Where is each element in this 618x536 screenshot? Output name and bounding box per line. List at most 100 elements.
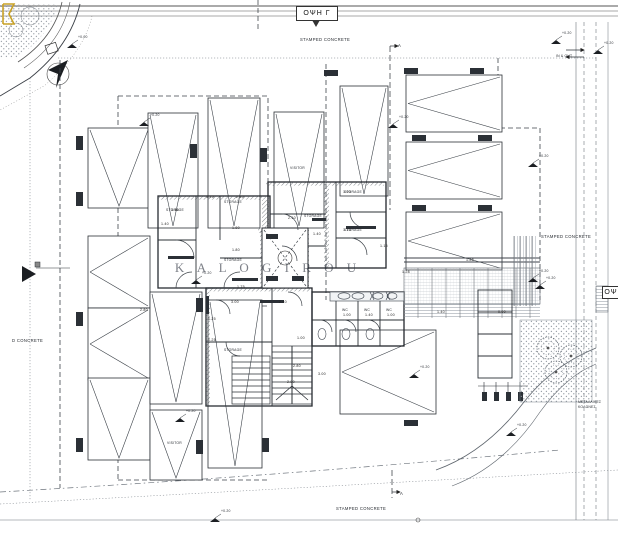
- wheel-stop-block: [76, 438, 83, 452]
- wheel-stop-block: [196, 298, 203, 312]
- level-marker-icon: [551, 35, 563, 44]
- wheel-stop-block: [478, 135, 492, 141]
- dimension-text: 1.80: [232, 248, 240, 252]
- dimension-text: 1.15: [380, 244, 388, 248]
- dimension-text: 3.00: [318, 372, 326, 376]
- level-marker-icon: [139, 117, 151, 126]
- level-marker-icon: [528, 273, 540, 282]
- elevation-callout: ΟΨΗ Γ: [296, 6, 338, 21]
- landscape-planting-layer: [519, 319, 593, 403]
- dimension-text: 1.00: [343, 190, 351, 194]
- dimension-text: 2.80: [287, 380, 295, 384]
- dimension-text: 1.25: [208, 317, 216, 321]
- parking-bay: [273, 111, 325, 229]
- parking-bay: [87, 307, 151, 381]
- dimension-text: 1.40: [171, 208, 179, 212]
- wheel-stop-block: [262, 438, 269, 452]
- wheel-stop-block: [404, 68, 418, 74]
- tree-icon: [559, 344, 583, 368]
- parking-bay: [149, 409, 203, 481]
- dimension-text: 0.90: [498, 310, 506, 314]
- level-marker-icon: [388, 119, 400, 128]
- north-arrow-icon: [44, 41, 70, 88]
- dimension-text: 1.40: [161, 222, 169, 226]
- parking-bay: [339, 329, 437, 415]
- plot-boundary: [0, 3, 93, 111]
- wheel-stop-block: [76, 312, 83, 326]
- level-marker-icon: [528, 158, 540, 167]
- dimension-text: 1.00: [343, 313, 351, 317]
- level-marker-icon: [67, 39, 79, 48]
- level-marker-icon: [175, 413, 187, 422]
- elevator-shaft: [261, 227, 309, 289]
- wheel-stop-block: [190, 144, 197, 158]
- dimension-text: 1.00: [297, 336, 305, 340]
- dimension-text: 3.00: [231, 300, 239, 304]
- dimension-text: 2.80: [293, 364, 301, 368]
- sanitary-fixtures: [329, 291, 405, 302]
- dimension-text: 1.00: [387, 313, 395, 317]
- staircase: [271, 345, 313, 405]
- dimension-text: 1.28: [466, 258, 474, 262]
- left-view-arrow: [22, 266, 36, 282]
- wheel-stop-block: [412, 135, 426, 141]
- parking-bay: [87, 235, 151, 309]
- parking-stop-blocks-layer: [76, 68, 492, 454]
- wheel-stop-block: [196, 440, 203, 454]
- building-core: [157, 181, 405, 407]
- dimension-text: 1.25: [208, 338, 216, 342]
- dimension-text: 1.80: [232, 226, 240, 230]
- parking-bays-layer: [87, 74, 503, 481]
- parking-bay: [147, 112, 199, 229]
- level-marker-icon: [191, 275, 203, 284]
- level-marker-icon: [593, 45, 605, 54]
- wheel-stop-block: [76, 136, 83, 150]
- parking-bay: [87, 377, 151, 461]
- dimension-text: 2.10: [288, 216, 296, 220]
- bottom-benchmark: [415, 517, 421, 523]
- dimension-text: 1.28: [402, 270, 410, 274]
- wheel-stop-block: [404, 420, 418, 426]
- parking-bay: [405, 141, 503, 200]
- right-utility-strip: [477, 289, 528, 401]
- level-marker-icon: [535, 280, 547, 289]
- dimension-text: 1.15: [343, 228, 351, 232]
- wheel-stop-block: [324, 70, 338, 76]
- dimension-text: 1.40: [437, 310, 445, 314]
- dimension-text: 1.40: [365, 313, 373, 317]
- wheel-stop-block: [76, 192, 83, 206]
- wheel-stop-block: [478, 205, 492, 211]
- site-paving-outline: [0, 22, 618, 521]
- left-level-marker: [34, 261, 70, 269]
- parking-bay: [405, 211, 503, 271]
- parking-bay: [207, 97, 261, 229]
- dimension-text: 1.25: [206, 195, 214, 199]
- dimension-text: 2.80: [140, 308, 148, 312]
- level-leader-lines: [67, 35, 605, 522]
- section-line-a: [257, 0, 401, 498]
- level-marker-icon: [409, 369, 421, 378]
- dimension-text: 1.75: [237, 285, 245, 289]
- parking-bay: [339, 85, 389, 197]
- parking-bay: [149, 291, 203, 405]
- column-grid-right: [512, 236, 538, 306]
- driveway: [435, 347, 597, 487]
- wheel-stop-block: [412, 205, 426, 211]
- dimension-text: 2.10: [236, 195, 244, 199]
- wheel-stop-block: [470, 68, 484, 74]
- staircase-lower: [231, 355, 271, 405]
- in-out-arrows: [565, 47, 585, 60]
- dimension-text: 1.40: [313, 232, 321, 236]
- level-marker-icon: [210, 513, 222, 522]
- wc-fixtures: [317, 328, 375, 340]
- callout-pointer-icon: [312, 20, 320, 27]
- level-marker-icon: [506, 427, 518, 436]
- parking-bay: [207, 299, 263, 469]
- elevation-callout: ΟΨ: [602, 286, 618, 299]
- tree-icon: [536, 336, 560, 360]
- parking-bay: [405, 74, 503, 133]
- dimension-text: 2.40: [279, 300, 287, 304]
- wheel-stop-block: [260, 148, 267, 162]
